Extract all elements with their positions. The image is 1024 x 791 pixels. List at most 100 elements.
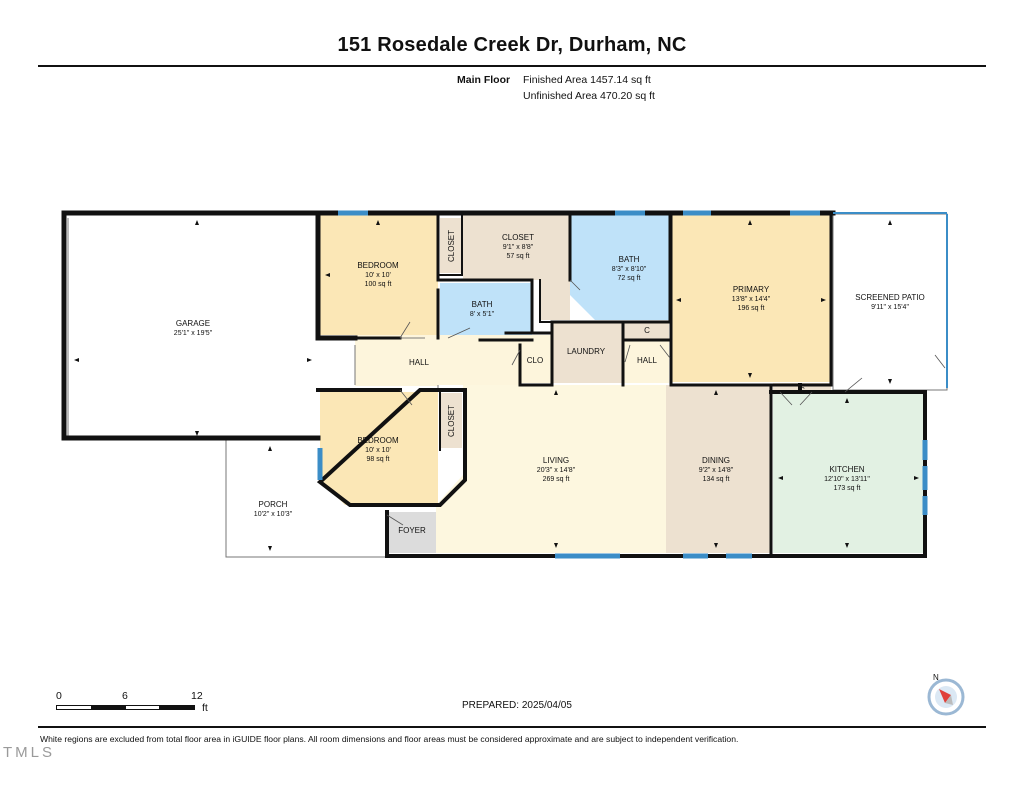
- dining-fill: [666, 385, 771, 553]
- bath2-name: BATH: [472, 300, 493, 309]
- kitchen-fill: [773, 393, 923, 553]
- tick: [845, 543, 849, 548]
- garage-dims: 25'1" x 19'5": [174, 330, 213, 337]
- dimension-ticks: [74, 220, 919, 551]
- tick: [914, 476, 919, 480]
- foyer-name: FOYER: [398, 526, 426, 535]
- address-title: 151 Rosedale Creek Dr, Durham, NC: [337, 34, 687, 56]
- tick: [748, 373, 752, 378]
- bedroom2-walls: [316, 388, 467, 507]
- scale-segment: [91, 705, 126, 710]
- door-bath1: [569, 279, 581, 291]
- scale-segment: [56, 705, 92, 710]
- garage-name: GARAGE: [176, 319, 210, 328]
- screened-patio-name: SCREENED PATIO: [855, 293, 925, 302]
- bath1-dims: 8'3" x 8'10": [612, 266, 647, 273]
- bedroom1-dims: 10' x 10': [365, 272, 391, 279]
- tick: [714, 390, 718, 395]
- area-values: Finished Area 1457.14 sq ft Unfinished A…: [523, 72, 655, 104]
- finished-area: Finished Area 1457.14 sq ft: [523, 74, 651, 86]
- living-dims: 20'3" x 14'8": [537, 467, 576, 474]
- unfinished-area: Unfinished Area 470.20 sq ft: [523, 90, 655, 102]
- dining-name: DINING: [702, 456, 730, 465]
- bedroom1-walls: [353, 213, 440, 340]
- tick: [845, 398, 849, 403]
- kitchen-dims: 12'10" x 13'11": [824, 476, 870, 483]
- scale-label-12: 12: [191, 690, 203, 702]
- bath1-area: 72 sq ft: [618, 275, 641, 282]
- garage-walls: [61, 210, 358, 441]
- compass-needle-back: [945, 695, 953, 705]
- tick: [714, 543, 718, 548]
- tick: [888, 379, 892, 384]
- tick: [676, 298, 681, 302]
- room-fills: [320, 215, 923, 553]
- primary-fill: [671, 215, 831, 382]
- bath1-fill: [570, 215, 670, 320]
- c2-name: C: [799, 386, 805, 395]
- mls-watermark: TMLS: [3, 744, 56, 761]
- dining-area: 134 sq ft: [703, 476, 730, 483]
- clo-name: CLO: [527, 356, 543, 365]
- closet-main-dims: 9'1" x 8'8": [503, 244, 534, 251]
- primary-dims: 13'8" x 14'4": [732, 296, 771, 303]
- living-name: LIVING: [543, 456, 569, 465]
- windows: [317, 210, 948, 559]
- footer-rule: [38, 726, 986, 728]
- bedroom1-name: BEDROOM: [357, 261, 399, 270]
- foyer-fill: [387, 512, 436, 553]
- laundry-name: LAUNDRY: [567, 347, 606, 356]
- tick: [554, 543, 558, 548]
- bath2-dims: 8' x 5'1": [470, 311, 495, 318]
- tick: [195, 431, 199, 436]
- doors: [386, 279, 946, 526]
- porch-name: PORCH: [259, 500, 288, 509]
- scale-label-0: 0: [56, 690, 62, 702]
- door-foyer: [386, 514, 404, 526]
- hall-main-fill: [355, 335, 520, 385]
- closet-main-fill: [463, 215, 570, 320]
- door-bath2: [447, 327, 471, 339]
- kitchen-name: KITCHEN: [829, 465, 864, 474]
- closet-v1-name: CLOSET: [447, 230, 456, 262]
- closet-v2-fill: [440, 393, 462, 448]
- porch-dims: 10'2" x 10'3": [254, 511, 293, 518]
- primary-area: 196 sq ft: [738, 305, 765, 312]
- screened-patio-outline: [832, 213, 948, 391]
- bedroom1-area: 100 sq ft: [365, 281, 392, 288]
- door-hall2: [624, 344, 671, 363]
- bedroom2-dims: 10' x 10': [365, 447, 391, 454]
- closet-main-name: CLOSET: [502, 233, 534, 242]
- primary-name: PRIMARY: [733, 285, 770, 294]
- tick: [268, 546, 272, 551]
- bedroom2-name: BEDROOM: [357, 436, 399, 445]
- door-clo: [511, 349, 521, 366]
- bath2-fill: [440, 283, 532, 338]
- closet-v1-wall: [437, 214, 463, 276]
- core-walls: [504, 320, 672, 387]
- scale-label-6: 6: [122, 690, 128, 702]
- tick: [888, 220, 892, 225]
- tick: [307, 358, 312, 362]
- compass-icon: N: [927, 673, 965, 716]
- room-labels: GARAGE 25'1" x 19'5" BEDROOM 10' x 10' 1…: [174, 230, 925, 535]
- door-c2: [779, 391, 813, 406]
- scale-unit: ft: [202, 702, 208, 714]
- tick: [325, 273, 330, 277]
- tick: [376, 220, 380, 225]
- closet-main-area: 57 sq ft: [507, 253, 530, 260]
- door-bedroom1: [399, 321, 425, 339]
- living-upper-fill: [463, 385, 666, 553]
- prepared-date: PREPARED: 2025/04/05: [462, 700, 572, 711]
- tick: [268, 446, 272, 451]
- porch-outline: [225, 440, 387, 558]
- tick: [195, 220, 199, 225]
- footnote: White regions are excluded from total fl…: [40, 734, 739, 744]
- screened-patio-dims: 9'11" x 15'4": [871, 304, 909, 311]
- bedroom2-area: 98 sq ft: [367, 456, 390, 463]
- c1-fill: [623, 322, 669, 340]
- clo-fill: [520, 345, 552, 383]
- bedroom2-fill: [320, 392, 438, 505]
- tick: [74, 358, 79, 362]
- door-kitchen: [844, 377, 863, 393]
